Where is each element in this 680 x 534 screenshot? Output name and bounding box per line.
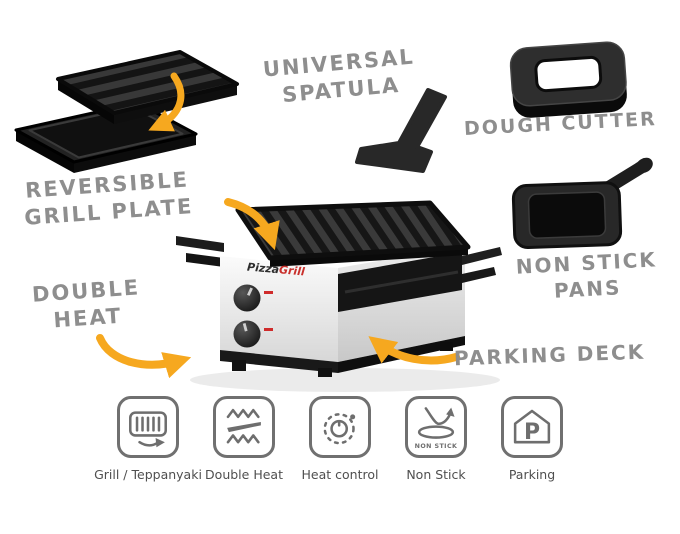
- parking-icon-text: P: [524, 420, 540, 445]
- feature-label: Parking: [508, 467, 556, 482]
- feature-parking: P Parking: [496, 396, 568, 482]
- grill-appliance-illustration: [176, 200, 502, 392]
- feature-grill-teppanyaki-box: [117, 396, 179, 458]
- non-stick-icon-text: NON STICK: [415, 443, 458, 450]
- knob-indicator-mark: [264, 328, 273, 331]
- callout-double-heat: DOUBLE HEAT: [24, 274, 150, 337]
- feature-non-stick-box: NON STICK: [405, 396, 467, 458]
- feature-label: Grill / Teppanyaki: [94, 467, 202, 482]
- feature-heat-control: Heat control: [301, 396, 379, 482]
- feature-non-stick: NON STICK Non Stick: [400, 396, 472, 482]
- logo-part-primary: Pizza: [246, 260, 280, 277]
- grill-teppanyaki-icon: [129, 411, 167, 448]
- flip-arrow-icon: [148, 72, 185, 132]
- non-stick-icon: NON STICK: [415, 407, 458, 450]
- spatula-illustration: [355, 88, 447, 173]
- feature-label: Non Stick: [406, 467, 466, 482]
- dough-cutter-illustration: [509, 41, 627, 118]
- feature-label: Double Heat: [205, 467, 283, 482]
- feature-label: Heat control: [301, 467, 379, 482]
- feature-icon-row: Grill / Teppanyaki Double Heat: [0, 396, 680, 482]
- non-stick-pan-illustration: [511, 157, 653, 249]
- callout-arrows: [96, 72, 460, 379]
- logo-part-accent: Grill: [278, 263, 306, 279]
- grill-plate-arrow-icon: [224, 198, 280, 251]
- feature-heat-control-box: [309, 396, 371, 458]
- heat-control-icon: [323, 413, 356, 445]
- lower-control-knob: [233, 320, 261, 348]
- reversible-grill-plate-illustration: [14, 50, 239, 173]
- double-heat-icon: [226, 408, 261, 444]
- callout-non-stick-pans: NON STICK PANS: [507, 246, 668, 306]
- feature-parking-box: P: [501, 396, 563, 458]
- double-heat-arrow-icon: [96, 334, 192, 379]
- knob-indicator-mark: [264, 291, 273, 294]
- parking-deck-arrow-icon: [368, 336, 460, 365]
- parking-icon: P: [513, 409, 551, 445]
- upper-control-knob: [233, 284, 261, 312]
- feature-double-heat: Double Heat: [205, 396, 283, 482]
- feature-double-heat-box: [213, 396, 275, 458]
- feature-grill-teppanyaki: Grill / Teppanyaki: [94, 396, 202, 482]
